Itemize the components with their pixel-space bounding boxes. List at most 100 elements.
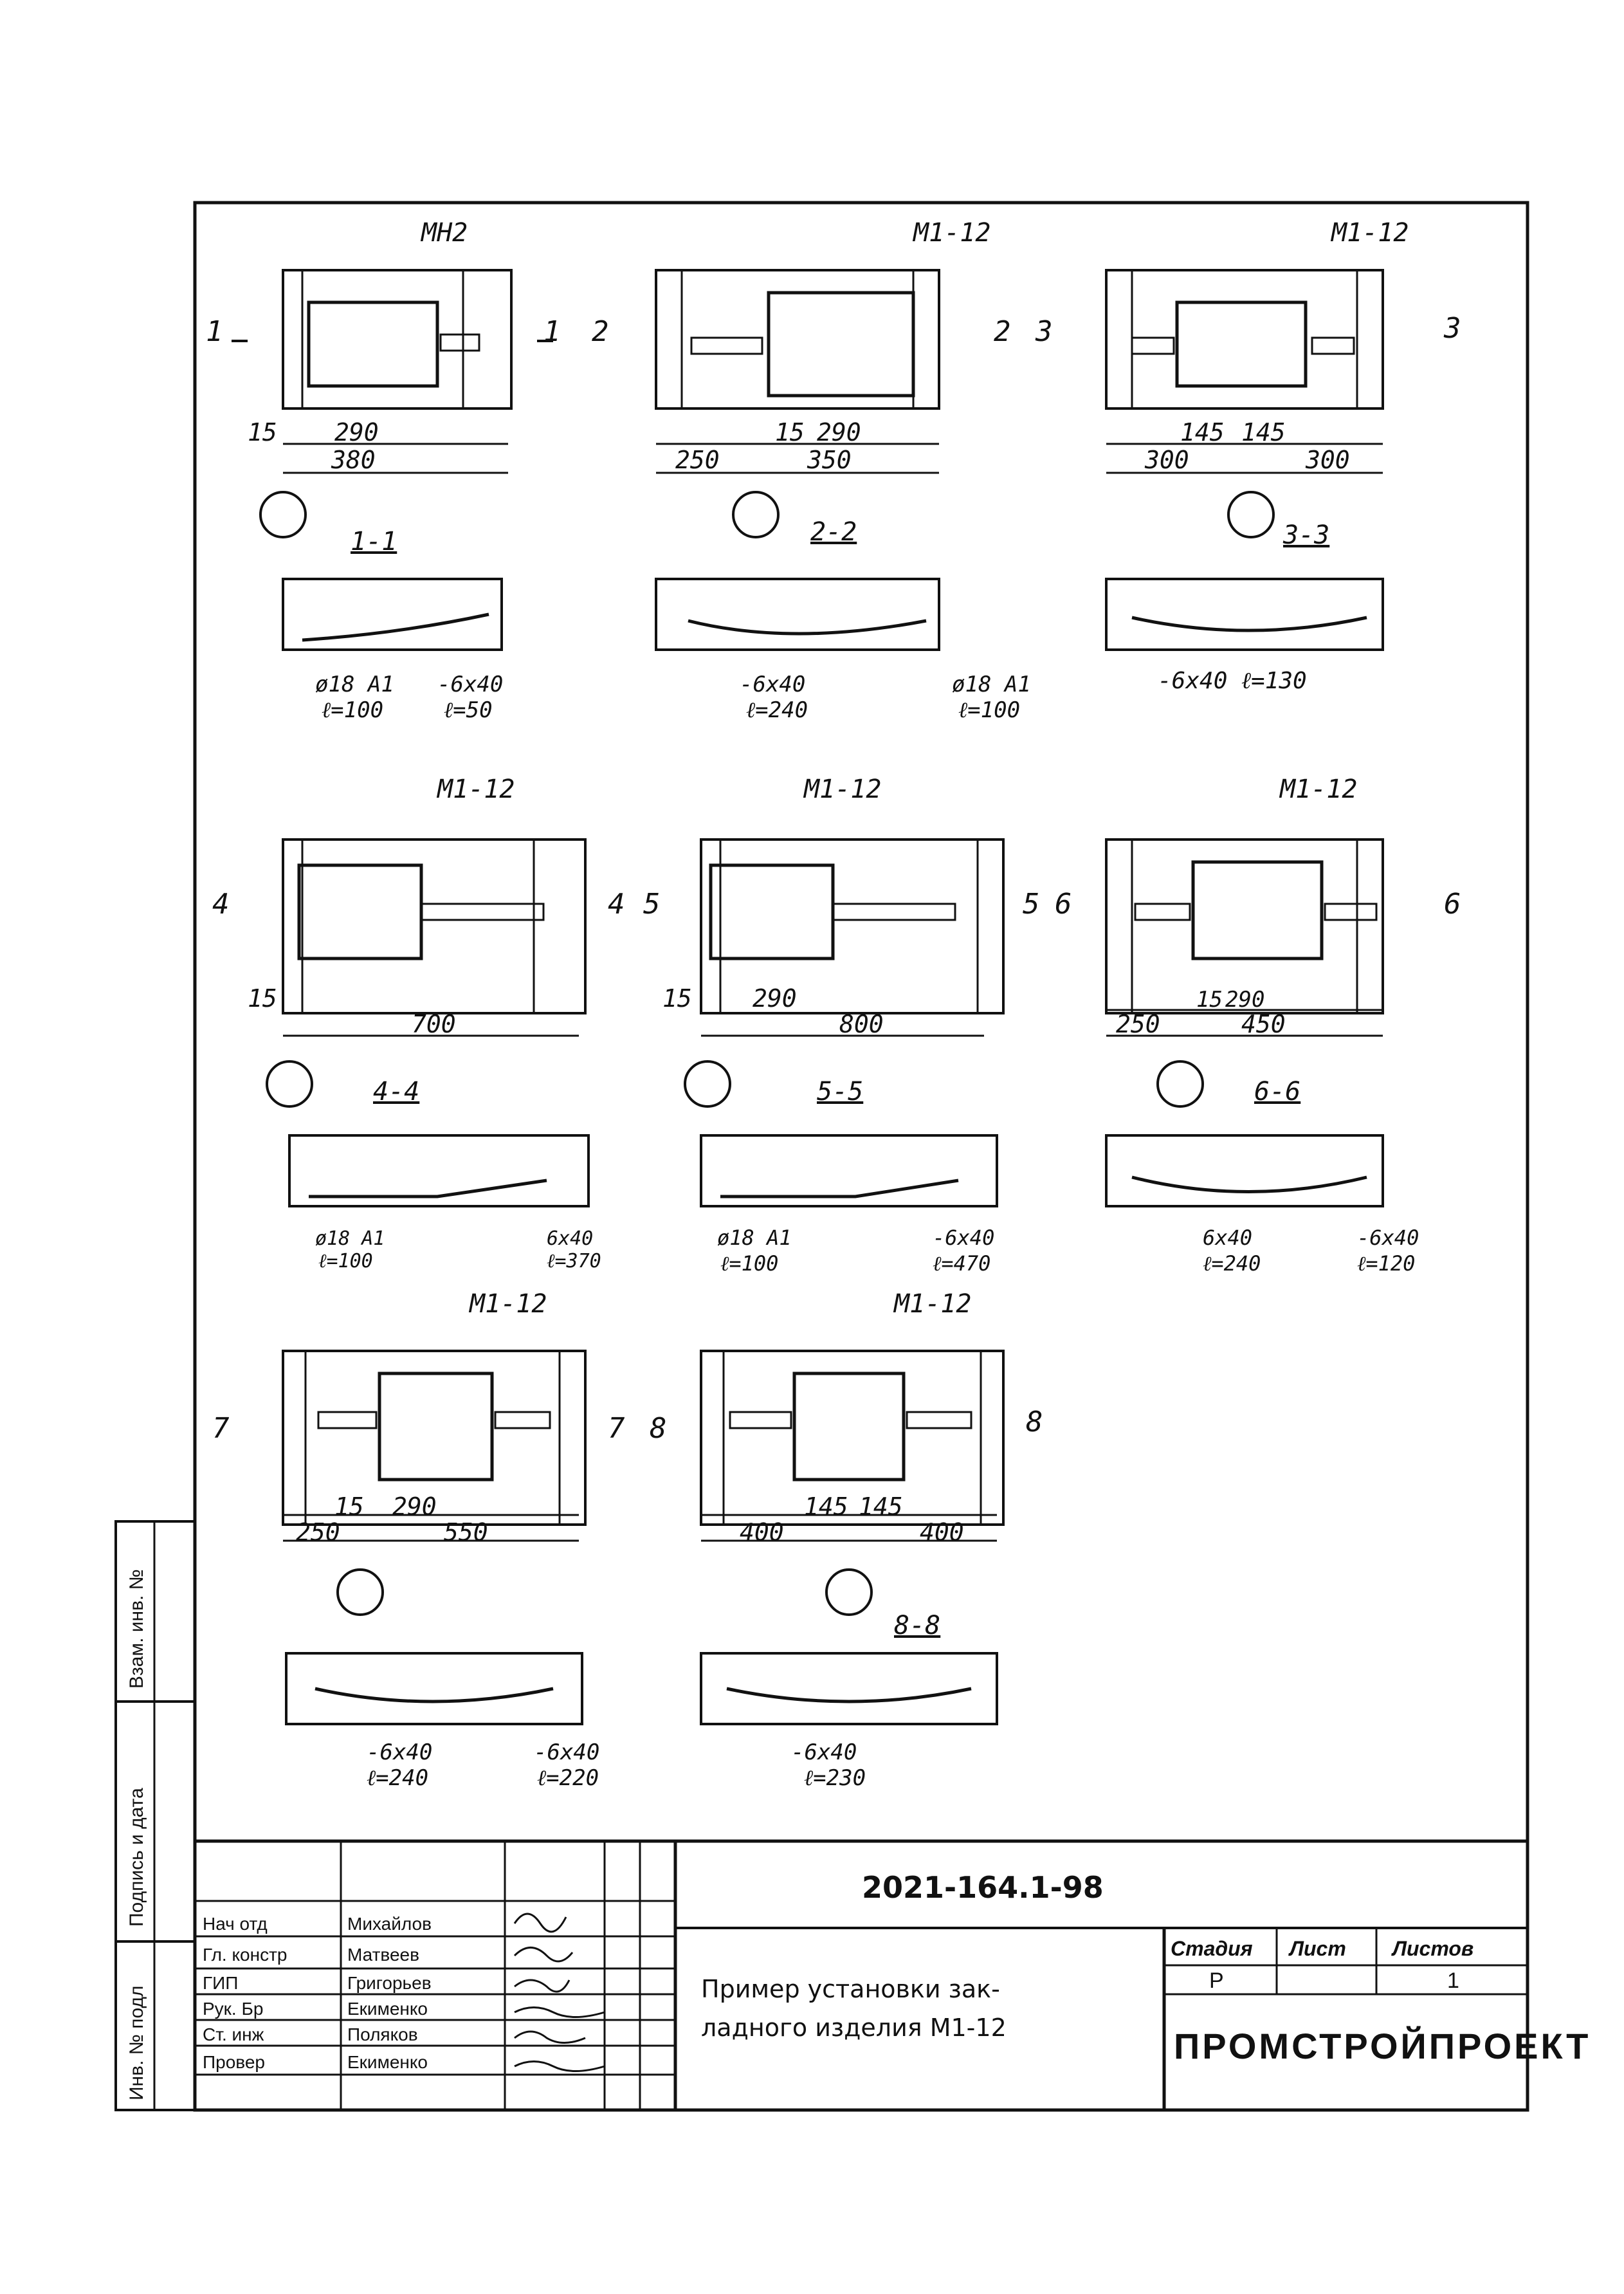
detail-5-label-d: ℓ=470 — [933, 1251, 990, 1276]
detail-4-dim-a: 15 — [248, 984, 277, 1013]
role-5: Ст. инж — [203, 2024, 264, 2044]
detail-3-marker-right: 3 — [1443, 312, 1461, 345]
detail-8-dim-bottom-b: 400 — [920, 1518, 964, 1546]
detail-6-dim-bottom-b: 450 — [1241, 1010, 1286, 1038]
detail-6-dim-top-a: 15 — [1196, 987, 1223, 1013]
detail-3-label: -6x40 ℓ=130 — [1158, 668, 1307, 694]
detail-7-mark: М1-12 — [468, 1289, 547, 1319]
detail-1-label-d: ℓ=50 — [444, 697, 493, 723]
stage-value: Р — [1209, 1968, 1224, 1993]
detail-1-dim-bottom: 380 — [331, 446, 376, 474]
detail-8-marker-right: 8 — [1026, 1406, 1043, 1438]
detail-4-label-c: 6x40 — [547, 1227, 593, 1250]
sheets-value: 1 — [1447, 1968, 1459, 1993]
detail-3-dim-bottom-a: 300 — [1144, 446, 1189, 474]
detail-8: М1-12 8 8 145 145 400 400 8-8 -6x40 ℓ=23… — [650, 1289, 1043, 1791]
detail-4-label-a: ø18 A1 — [315, 1227, 385, 1250]
detail-7-marker-left: 7 — [212, 1412, 230, 1445]
role-6: Провер — [203, 2052, 265, 2072]
sheet-label: Лист — [1288, 1937, 1346, 1960]
detail-7-dim-top-b: 290 — [392, 1492, 437, 1521]
detail-4-marker-left: 4 — [212, 888, 230, 921]
detail-2-marker-left: 2 — [592, 315, 609, 348]
detail-2-dim-bottom-a: 250 — [675, 446, 720, 474]
detail-2-section: 2-2 — [810, 517, 857, 547]
detail-4-label-d: ℓ=370 — [547, 1250, 601, 1272]
signature-5 — [514, 2030, 586, 2044]
name-6: Екименко — [347, 2052, 428, 2072]
detail-3-section: 3-3 — [1282, 520, 1329, 550]
role-1: Нач отд — [203, 1914, 268, 1934]
detail-1: МН2 1 1 15 290 380 1-1 ø18 A1 ℓ=100 -6x4… — [206, 218, 561, 723]
detail-8-dim-top-b: 145 — [859, 1492, 903, 1521]
detail-7-dim-bottom-b: 550 — [444, 1518, 488, 1546]
name-5: Поляков — [347, 2024, 418, 2044]
detail-5-dim-a: 15 — [662, 984, 692, 1013]
signature-1 — [513, 1913, 567, 1933]
detail-3-marker-left: 3 — [1035, 315, 1053, 348]
detail-2-label-c: ø18 A1 — [952, 672, 1031, 697]
detail-2-dim-top-b: 290 — [817, 418, 861, 446]
detail-6-dim-top-b: 290 — [1225, 987, 1264, 1013]
detail-2-dim-top-a: 15 — [775, 418, 805, 446]
side-stamp-cell-sign: Подпись и дата — [126, 1788, 147, 1927]
sheet-title-line1: Пример установки зак- — [701, 1975, 1000, 2003]
detail-7-label-d: ℓ=220 — [537, 1765, 599, 1791]
detail-3-dim-bottom-b: 300 — [1305, 446, 1350, 474]
name-2: Матвеев — [347, 1945, 419, 1965]
detail-1-section: 1-1 — [351, 527, 397, 556]
name-1: Михайлов — [347, 1914, 432, 1934]
detail-2-marker-right: 2 — [994, 315, 1011, 348]
detail-7-label-b: ℓ=240 — [367, 1765, 428, 1791]
detail-8-label-a: -6x40 — [791, 1739, 857, 1765]
signature-6 — [514, 2060, 605, 2072]
detail-4-dim-b: 700 — [412, 1010, 456, 1038]
signature-4 — [514, 2006, 605, 2018]
doc-number: 2021-164.1-98 — [862, 1870, 1104, 1905]
sheets-label: Листов — [1391, 1937, 1473, 1960]
detail-3-mark: М1-12 — [1330, 218, 1409, 248]
detail-7-dim-bottom-a: 250 — [296, 1518, 340, 1546]
detail-8-mark: М1-12 — [893, 1289, 971, 1319]
detail-8-dim-top-a: 145 — [804, 1492, 848, 1521]
detail-7-marker-right: 7 — [608, 1412, 625, 1445]
side-stamp-cell-inv: Инв. № подл — [126, 1985, 147, 2100]
detail-8-section: 8-8 — [894, 1611, 940, 1640]
detail-1-dim-top-b: 290 — [334, 418, 379, 446]
name-3: Григорьев — [347, 1973, 432, 1993]
detail-5-label-a: ø18 A1 — [717, 1225, 792, 1250]
detail-3-dim-top-a: 145 — [1180, 418, 1225, 446]
signature-3 — [514, 1979, 570, 1993]
stage-label: Стадия — [1171, 1937, 1253, 1960]
detail-1-label-b: ℓ=100 — [322, 697, 383, 723]
detail-3: М1-12 3 3 145 145 300 300 3-3 -6x40 ℓ=13… — [1035, 218, 1461, 694]
role-4: Рук. Бр — [203, 1999, 263, 2019]
name-4: Екименко — [347, 1999, 428, 2019]
detail-5-dim-b: 290 — [753, 984, 797, 1013]
detail-6: М1-12 6 6 15 290 250 450 6-6 6x40 ℓ=240 … — [1055, 775, 1461, 1276]
detail-6-label-c: -6x40 — [1357, 1225, 1419, 1250]
detail-3-dim-top-b: 145 — [1241, 418, 1286, 446]
company-name: ПРОМСТРОЙПРОЕКТ — [1174, 2026, 1591, 2066]
detail-5-dim-c: 800 — [839, 1010, 884, 1038]
detail-1-marker-left: 1 — [206, 315, 223, 348]
drawing-frame — [193, 201, 1529, 2112]
detail-4-label-b: ℓ=100 — [318, 1250, 373, 1272]
detail-2: М1-12 2 2 15 290 250 350 2-2 -6x40 ℓ=240… — [592, 218, 1031, 723]
detail-6-section: 6-6 — [1254, 1077, 1300, 1106]
detail-4-section: 4-4 — [373, 1077, 419, 1106]
detail-7-label-c: -6x40 — [534, 1739, 599, 1765]
detail-6-marker-right: 6 — [1444, 888, 1461, 921]
detail-7-label-a: -6x40 — [367, 1739, 432, 1765]
detail-2-mark: М1-12 — [912, 218, 990, 248]
role-2: Гл. констр — [203, 1945, 287, 1965]
role-3: ГИП — [203, 1973, 238, 1993]
signature-2 — [513, 1947, 574, 1963]
detail-5-marker-right: 5 — [1023, 888, 1040, 921]
detail-6-label-b: ℓ=240 — [1203, 1251, 1261, 1276]
detail-5-label-b: ℓ=100 — [720, 1251, 778, 1276]
detail-6-label-a: 6x40 — [1203, 1225, 1252, 1250]
detail-8-label-b: ℓ=230 — [804, 1765, 866, 1791]
detail-2-dim-bottom-b: 350 — [807, 446, 852, 474]
sheet-title-line2: ладного изделия М1-12 — [701, 2014, 1007, 2042]
